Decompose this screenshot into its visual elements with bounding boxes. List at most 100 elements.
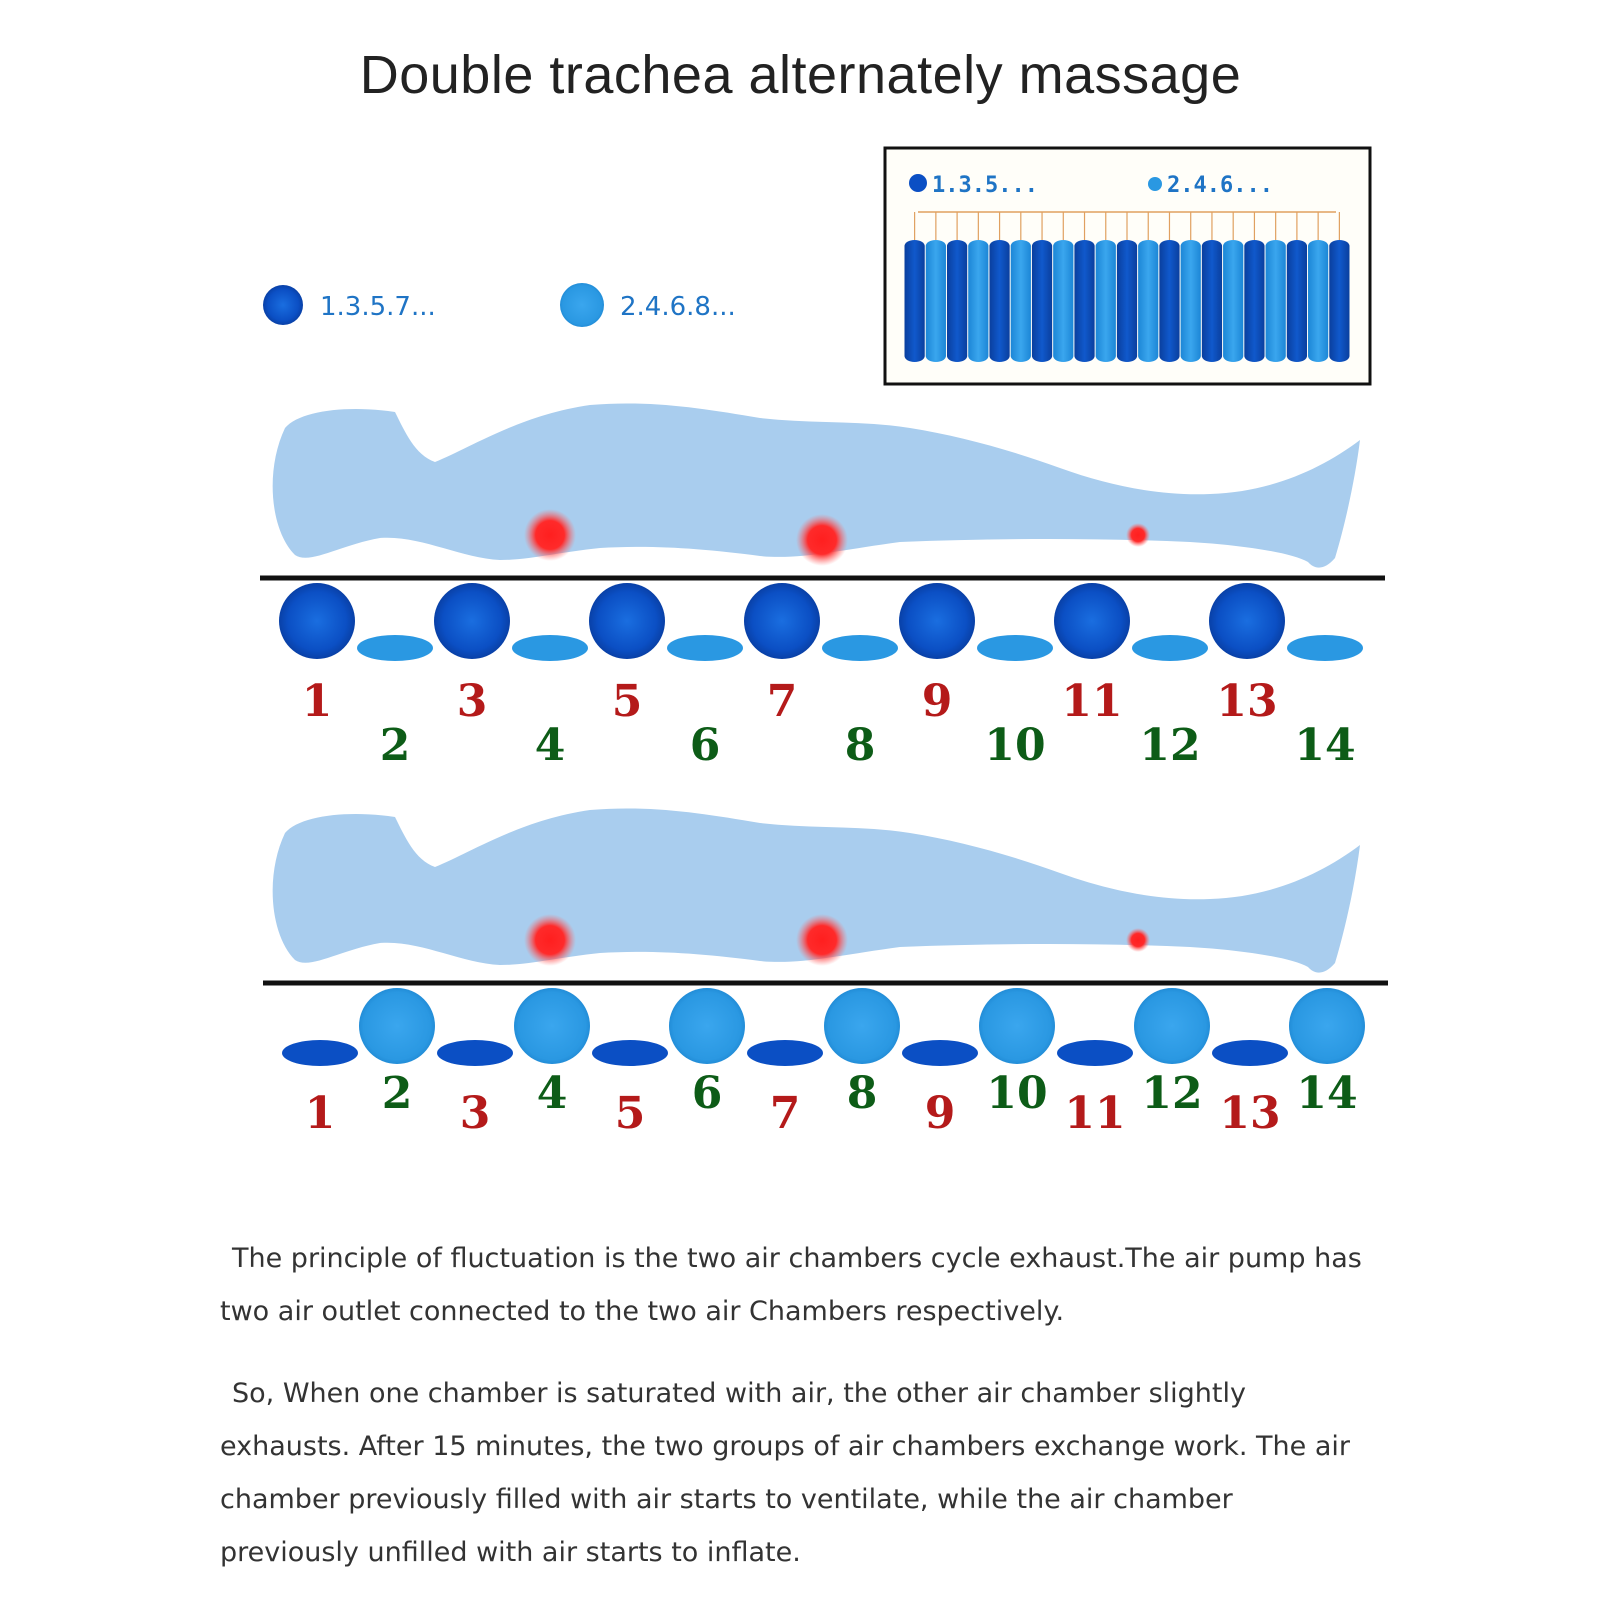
chamber-number: 8 (847, 1068, 878, 1119)
chamber-number: 12 (1141, 1068, 1202, 1119)
chamber-deflated (822, 635, 898, 661)
chamber-number: 9 (922, 676, 953, 727)
chamber-inflated (1054, 583, 1130, 659)
pressure-point (1126, 928, 1150, 952)
chamber-number: 12 (1139, 720, 1200, 771)
chamber-number: 5 (615, 1088, 646, 1139)
chamber-deflated (357, 635, 433, 661)
chamber-deflated (1212, 1040, 1288, 1066)
chamber-inflated (1134, 988, 1210, 1064)
tube-even (1095, 240, 1116, 362)
tube-odd (904, 240, 925, 362)
chamber-deflated (437, 1040, 513, 1066)
chamber-number: 7 (767, 676, 798, 727)
chamber-number: 10 (984, 720, 1045, 771)
chamber-deflated (667, 635, 743, 661)
tube-even (1223, 240, 1244, 362)
chamber-row (279, 583, 1363, 661)
chamber-number: 1 (305, 1088, 336, 1139)
chamber-inflated (359, 988, 435, 1064)
tube-even (1265, 240, 1286, 362)
chamber-inflated (979, 988, 1055, 1064)
pressure-point (796, 914, 848, 966)
chamber-number: 3 (460, 1088, 491, 1139)
chamber-inflated (589, 583, 665, 659)
chamber-number: 2 (382, 1068, 413, 1119)
inset-tubes (904, 211, 1350, 362)
chamber-inflated (279, 583, 355, 659)
chamber-inflated (899, 583, 975, 659)
tube-even (925, 240, 946, 362)
chamber-inflated (434, 583, 510, 659)
chamber-deflated (512, 635, 588, 661)
chamber-number: 11 (1064, 1088, 1125, 1139)
chamber-number: 7 (770, 1088, 801, 1139)
tube-odd (1329, 240, 1350, 362)
chamber-number: 6 (690, 720, 721, 771)
chamber-row (282, 988, 1365, 1066)
chamber-deflated (1057, 1040, 1133, 1066)
tube-odd (1031, 240, 1053, 362)
chamber-number: 4 (537, 1068, 568, 1119)
chamber-inflated (514, 988, 590, 1064)
chamber-number: 9 (925, 1088, 956, 1139)
chamber-deflated (747, 1040, 823, 1066)
chamber-number: 6 (692, 1068, 723, 1119)
tube-odd (1286, 240, 1308, 362)
pressure-point (524, 509, 576, 561)
tube-even (1180, 240, 1201, 362)
tube-even (1010, 240, 1031, 362)
inset-even-icon (1148, 177, 1162, 191)
tube-odd (1074, 240, 1095, 362)
chamber-number: 8 (845, 720, 876, 771)
legend-even-icon (560, 283, 604, 327)
inset-odd-icon (909, 174, 927, 192)
chamber-deflated (282, 1040, 358, 1066)
chamber-deflated (1132, 635, 1208, 661)
legend-even-label: 2.4.6.8... (620, 292, 736, 322)
chamber-inflated (669, 988, 745, 1064)
tube-odd (946, 240, 968, 362)
chamber-inflated (1209, 583, 1285, 659)
chamber-number: 11 (1061, 676, 1122, 727)
legend-odd-icon (263, 285, 303, 325)
pressure-point (524, 914, 576, 966)
chamber-number: 13 (1216, 676, 1277, 727)
pressure-point (1126, 523, 1150, 547)
chamber-number: 14 (1296, 1068, 1357, 1119)
panel-2 (263, 808, 1388, 986)
chamber-inflated (744, 583, 820, 659)
inset-tubes-diagram: 1.3.5... 2.4.6... (883, 146, 1372, 386)
chamber-number: 4 (535, 720, 566, 771)
tube-odd (1201, 240, 1223, 362)
legend-odd-label: 1.3.5.7... (320, 292, 436, 322)
chamber-number: 13 (1219, 1088, 1280, 1139)
tube-odd (1159, 240, 1180, 362)
chamber-number: 3 (457, 676, 488, 727)
chamber-inflated (824, 988, 900, 1064)
tube-odd (1116, 240, 1138, 362)
description-paragraph-1: The principle of fluctuation is the two … (220, 1243, 1362, 1327)
tube-odd (1244, 240, 1265, 362)
tube-even (1138, 240, 1159, 362)
tube-odd (989, 240, 1010, 362)
legend: 1.3.5.7... 2.4.6.8... (263, 283, 736, 327)
tube-even (968, 240, 989, 362)
tube-even (1053, 240, 1074, 362)
chamber-deflated (592, 1040, 668, 1066)
inset-even-label: 2.4.6... (1167, 173, 1273, 198)
description-paragraph-2: So, When one chamber is saturated with a… (220, 1378, 1350, 1568)
chamber-deflated (1287, 635, 1363, 661)
chamber-deflated (902, 1040, 978, 1066)
chamber-number: 10 (986, 1068, 1047, 1119)
inset-odd-label: 1.3.5... (932, 173, 1038, 198)
chamber-deflated (977, 635, 1053, 661)
chamber-number: 5 (612, 676, 643, 727)
chamber-number: 2 (380, 720, 411, 771)
tube-even (1308, 240, 1329, 362)
page-title: Double trachea alternately massage (359, 45, 1242, 105)
